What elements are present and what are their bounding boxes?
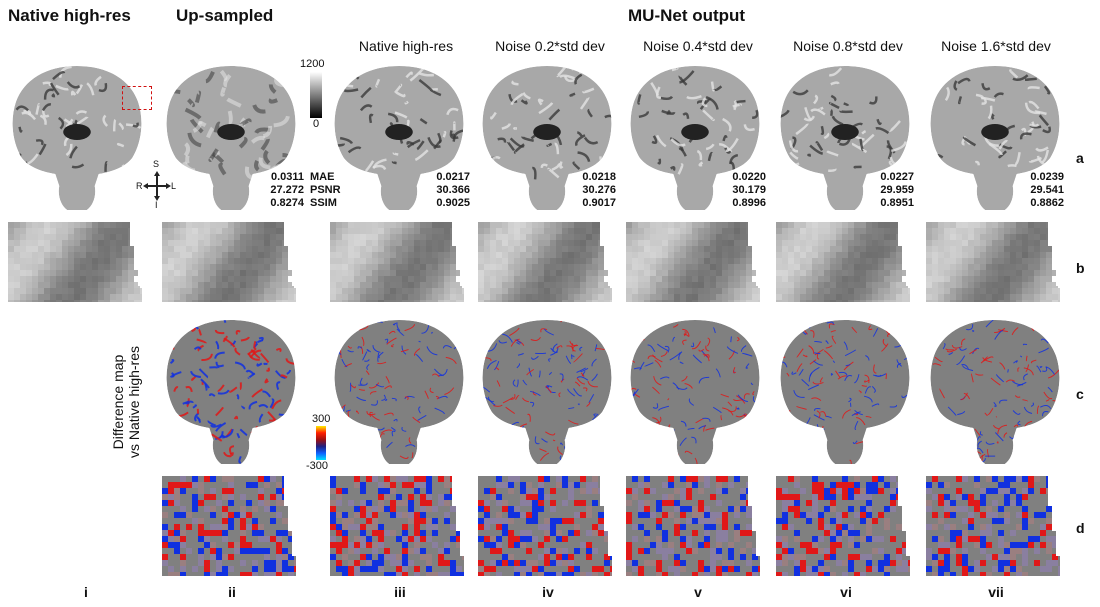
diff-noise-0-8 xyxy=(776,316,914,466)
brain-upsampled xyxy=(162,62,300,212)
diff-noise-1-6 xyxy=(926,316,1064,466)
zoom-native xyxy=(8,222,146,302)
col-label-vi: vi xyxy=(840,584,852,600)
row-label-d: d xyxy=(1076,520,1085,536)
diff-zoom-munet-native xyxy=(330,476,468,576)
diff-noise-0-2 xyxy=(478,316,616,466)
brain-noise-0-8 xyxy=(776,62,914,212)
diff-colorbar xyxy=(316,426,326,460)
gray-colorbar-min: 0 xyxy=(313,118,320,130)
diff-zoom-noise-1-6 xyxy=(926,476,1064,576)
diff-munet-native xyxy=(330,316,468,466)
gray-colorbar-max: 1200 xyxy=(300,58,325,70)
diff-upsampled xyxy=(162,316,300,466)
brain-munet-native xyxy=(330,62,468,212)
subheader-native: Native high-res xyxy=(358,38,454,54)
col-label-iii: iii xyxy=(394,584,406,600)
brain-noise-0-2 xyxy=(478,62,616,212)
orientation-cross-icon: S I R L xyxy=(136,159,177,210)
subheader-noise-1-6: Noise 1.6*std dev xyxy=(941,38,1051,54)
diff-colorbar-max: 300 xyxy=(312,413,331,425)
brain-noise-0-4 xyxy=(626,62,764,212)
zoom-noise-1-6 xyxy=(926,222,1064,302)
diff-zoom-noise-0-2 xyxy=(478,476,616,576)
header-mu-net-output: MU-Net output xyxy=(628,6,746,25)
diff-colorbar-min: -300 xyxy=(306,460,329,472)
zoom-munet-native xyxy=(330,222,468,302)
col-label-i: i xyxy=(84,584,88,600)
subheader-noise-0-4: Noise 0.4*std dev xyxy=(643,38,753,54)
col-label-v: v xyxy=(694,584,702,600)
zoom-noise-0-8 xyxy=(776,222,914,302)
col-label-iv: iv xyxy=(542,584,554,600)
header-up-sampled: Up-sampled xyxy=(176,6,274,25)
row-label-b: b xyxy=(1076,260,1085,276)
col-label-ii: ii xyxy=(228,584,236,600)
brain-native xyxy=(8,62,146,212)
subheader-noise-0-2: Noise 0.2*std dev xyxy=(495,38,605,54)
row-label-a: a xyxy=(1076,150,1084,166)
header-native-high-res: Native high-res xyxy=(8,6,131,25)
row-label-c: c xyxy=(1076,386,1084,402)
brain-noise-1-6 xyxy=(926,62,1064,212)
diff-zoom-noise-0-4 xyxy=(626,476,764,576)
subheader-noise-0-8: Noise 0.8*std dev xyxy=(793,38,903,54)
diff-zoom-upsampled xyxy=(162,476,300,576)
diff-zoom-noise-0-8 xyxy=(776,476,914,576)
zoom-upsampled xyxy=(162,222,300,302)
col-label-vii: vii xyxy=(988,584,1004,600)
gray-colorbar xyxy=(310,72,322,118)
zoom-noise-0-2 xyxy=(478,222,616,302)
zoom-noise-0-4 xyxy=(626,222,764,302)
roi-box xyxy=(122,86,152,110)
diff-noise-0-4 xyxy=(626,316,764,466)
